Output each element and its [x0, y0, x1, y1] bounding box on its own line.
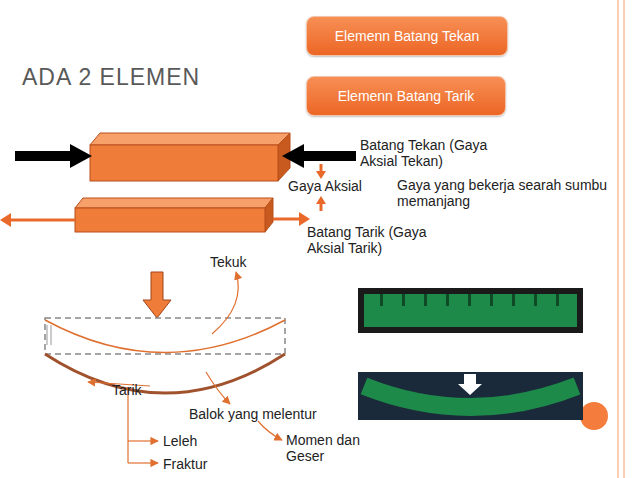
load-arrow	[143, 272, 171, 318]
photo-bent-beam	[358, 372, 583, 420]
bracket-line	[128, 388, 158, 463]
accent-circle	[580, 402, 608, 430]
annotation-label: Tarik	[112, 382, 172, 398]
element-box: Elemenn Batang Tekan	[306, 16, 508, 56]
compression-arrow	[15, 144, 356, 168]
annotation-label: Tekuk	[210, 254, 270, 270]
border-line	[624, 0, 625, 478]
tension-arrow	[0, 212, 310, 227]
annotation-label: Batang Tekan (Gaya Aksial Tekan)	[360, 137, 510, 169]
photo-straight-beam	[358, 288, 583, 333]
border-line	[618, 0, 619, 478]
compression-bar	[90, 133, 290, 181]
annotation-label: Balok yang melentur	[189, 406, 359, 422]
annotation-label: Fraktur	[163, 456, 233, 472]
annotation-label: Leleh	[163, 433, 223, 449]
box-text: Elemenn Batang Tarik	[338, 88, 475, 104]
annotation-label: Momen dan Geser	[286, 432, 366, 464]
leader-line	[206, 372, 230, 404]
tension-bar	[75, 198, 273, 232]
annotation-label: Gaya yang bekerja searah sumbu memanjang	[397, 177, 637, 209]
slide-title: ADA 2 ELEMEN	[22, 64, 200, 91]
annotation-label: Batang Tarik (Gaya Aksial Tarik)	[307, 224, 452, 256]
element-box: Elemenn Batang Tarik	[306, 76, 506, 116]
support-mark	[47, 325, 51, 345]
annotation-label: Gaya Aksial	[288, 178, 398, 194]
box-text: Elemenn Batang Tekan	[335, 28, 480, 44]
deflected-curve	[45, 354, 285, 393]
leader-line	[212, 272, 238, 334]
leader-line	[258, 421, 282, 440]
deflected-curve	[45, 320, 285, 353]
undeformed-beam	[45, 318, 285, 354]
